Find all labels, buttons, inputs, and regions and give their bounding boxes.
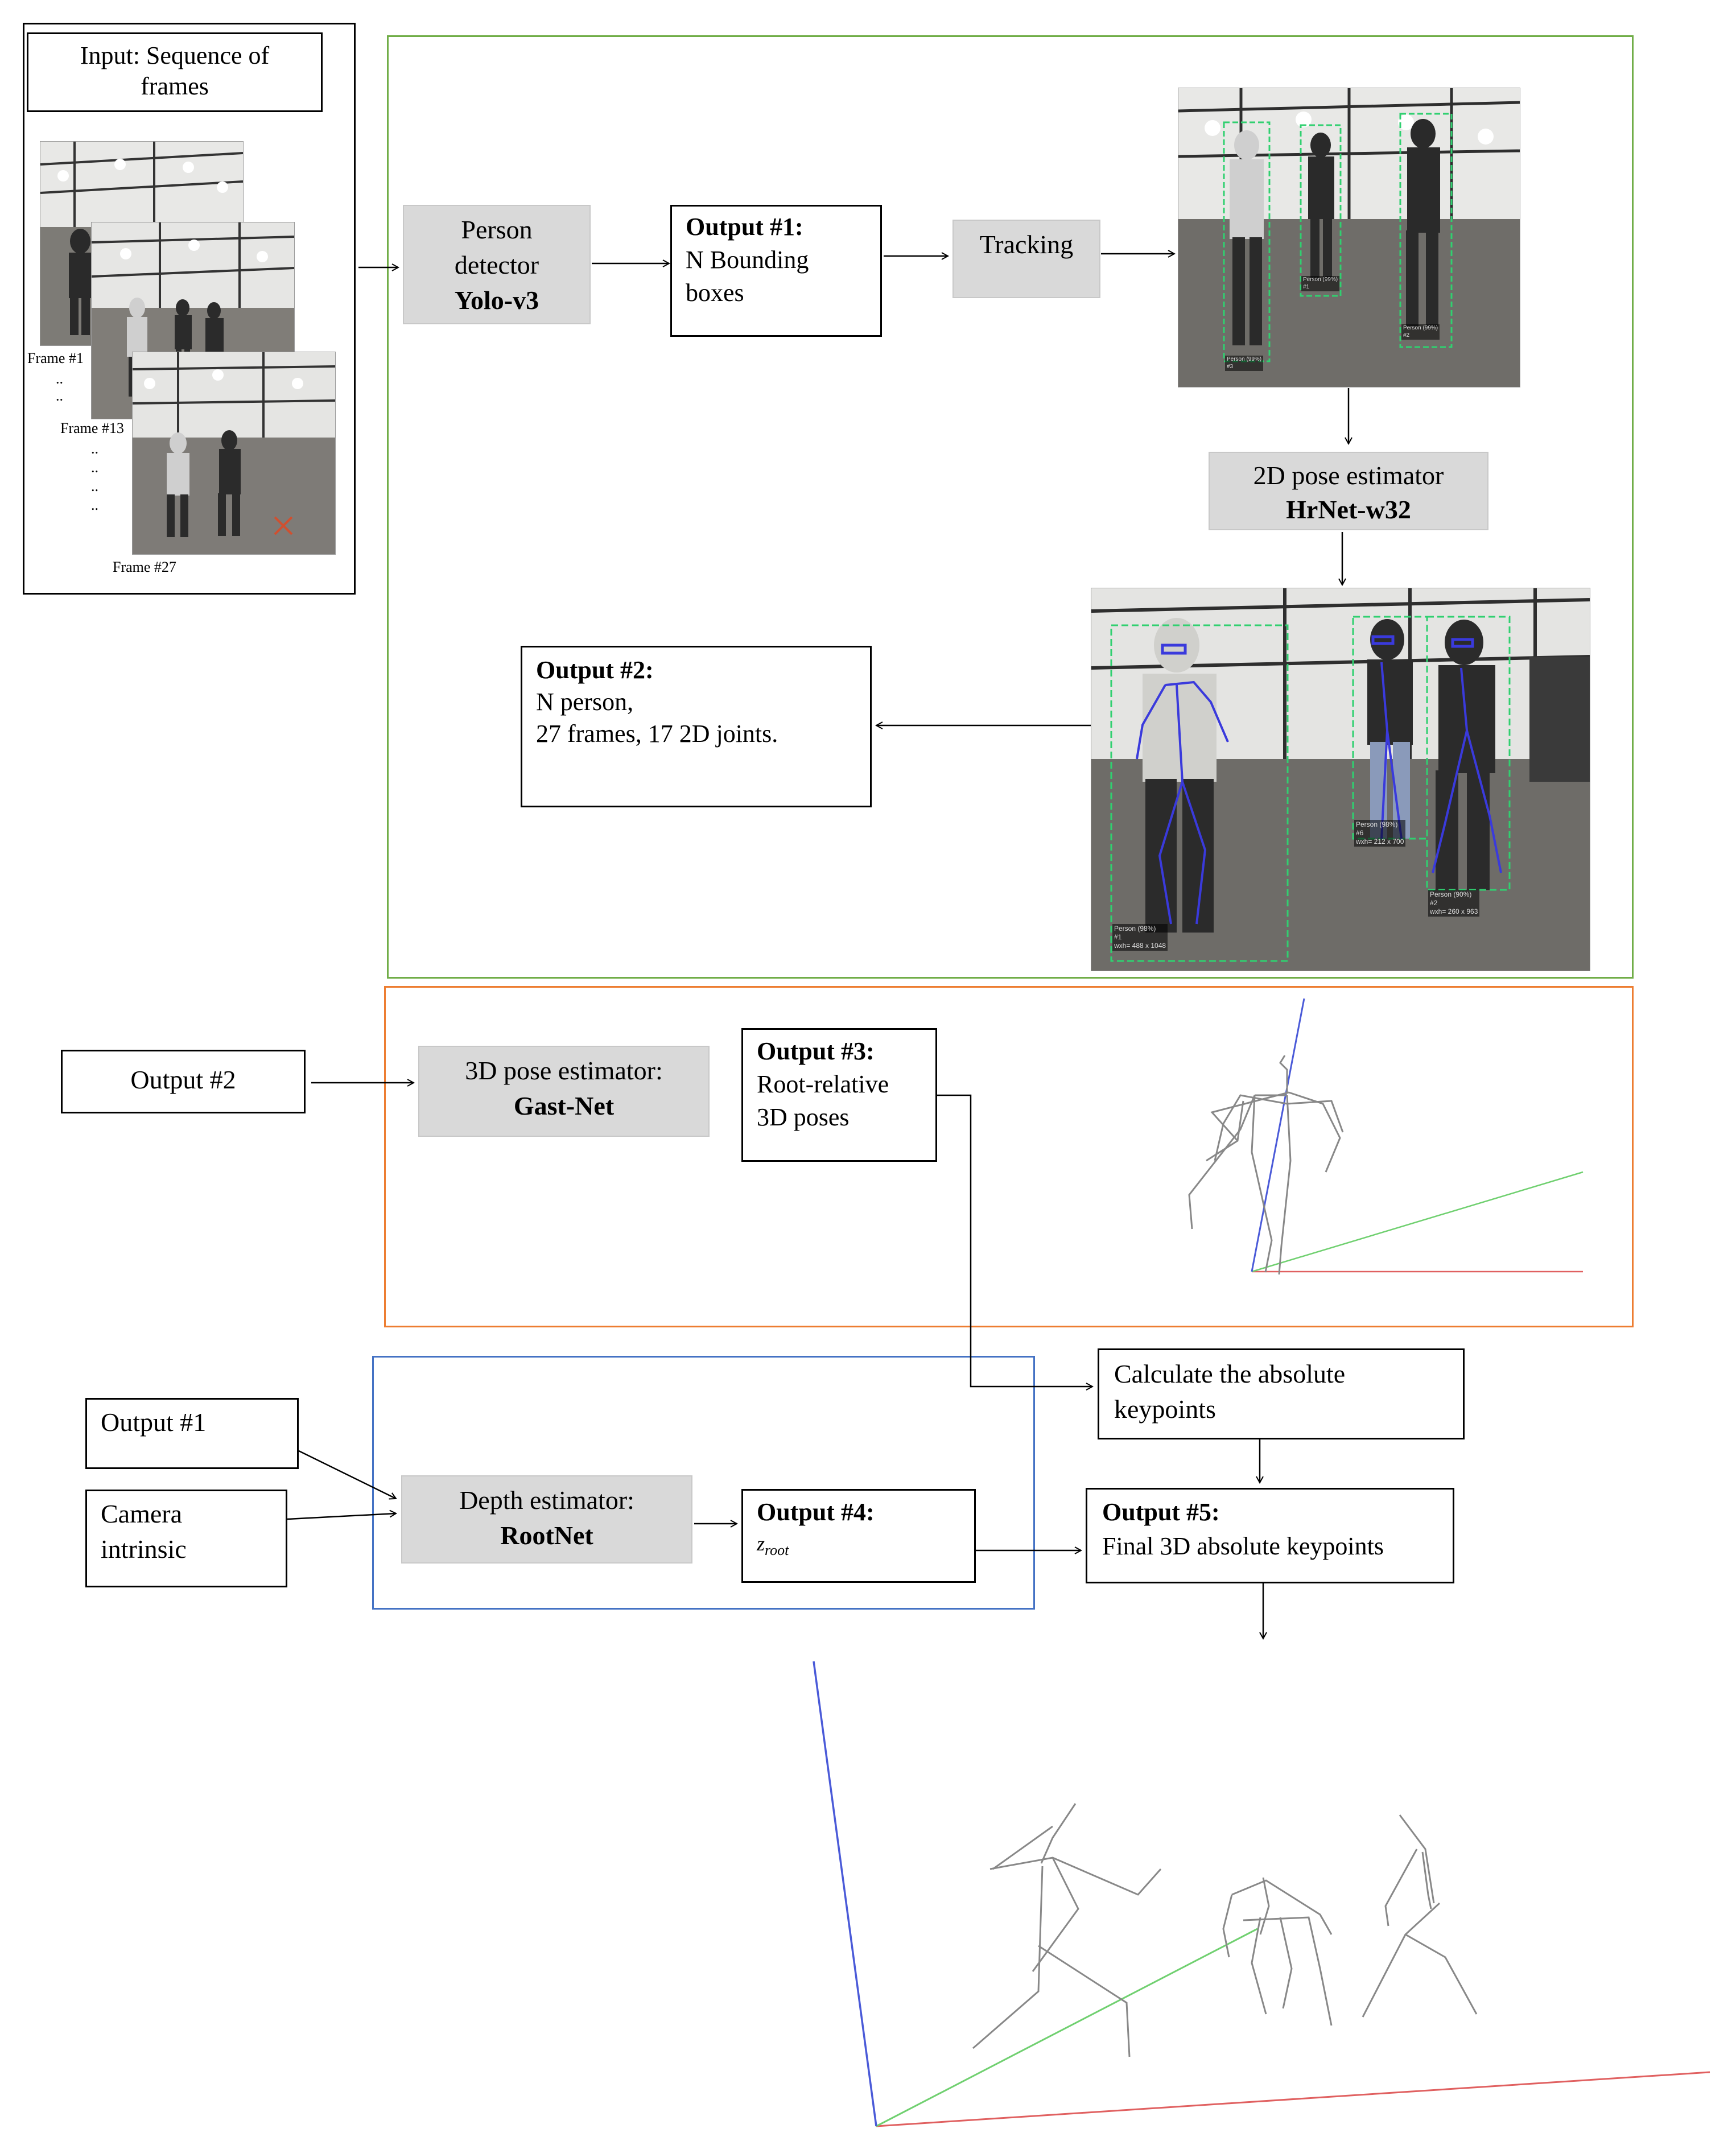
- output4-box: Output #4: zroot: [741, 1489, 976, 1583]
- pose-label-1: Person (98%) #1 wxh= 488 x 1048: [1112, 924, 1168, 951]
- frame-label-13: Frame #13: [60, 420, 124, 436]
- detector-line2: detector: [454, 250, 539, 279]
- frame-27-image: [132, 352, 336, 555]
- detector-line1: Person: [461, 215, 533, 244]
- depth-estimator-box: Depth estimator: RootNet: [401, 1475, 692, 1564]
- pose2d-estimator-box: 2D pose estimator HrNet-w32: [1209, 452, 1488, 530]
- calc-line1: Calculate the absolute: [1114, 1359, 1346, 1388]
- output4-z: z: [757, 1532, 765, 1555]
- input-title-box: Input: Sequence of frames: [27, 32, 323, 112]
- output3-box: Output #3: Root-relative 3D poses: [741, 1028, 937, 1162]
- output1-line2: boxes: [686, 279, 744, 307]
- tracked-label-3: Person (99%) #3: [1225, 356, 1264, 371]
- pose3d-model: Gast-Net: [513, 1091, 615, 1120]
- output3-line2: 3D poses: [757, 1103, 850, 1131]
- output5-title: Output #5:: [1102, 1498, 1220, 1526]
- pose3d-estimator-box: 3D pose estimator: Gast-Net: [418, 1046, 710, 1137]
- pose2d-model: HrNet-w32: [1286, 495, 1411, 524]
- dots: ..: [91, 440, 98, 457]
- output1-box: Output #1: N Bounding boxes: [670, 205, 882, 337]
- input-title-line1: Input: Sequence of: [80, 42, 270, 69]
- output5-box: Output #5: Final 3D absolute keypoints: [1086, 1488, 1454, 1583]
- output2-input-label: Output #2: [130, 1065, 236, 1094]
- stage1-frame: [387, 35, 1634, 979]
- output2-line1: N person,: [536, 688, 634, 716]
- input-title-line2: frames: [141, 72, 209, 100]
- frame-label-27: Frame #27: [113, 559, 176, 575]
- tracking-label: Tracking: [979, 230, 1074, 259]
- output4-sub: root: [765, 1542, 789, 1559]
- dots: ..: [91, 497, 98, 513]
- dots: ..: [91, 459, 98, 476]
- pose2d-line1: 2D pose estimator: [1253, 461, 1444, 490]
- output2-input-box: Output #2: [61, 1050, 306, 1113]
- person-detector-box: Person detector Yolo-v3: [403, 205, 591, 324]
- stage2-frame: [384, 986, 1634, 1327]
- output5-line1: Final 3D absolute keypoints: [1102, 1532, 1384, 1560]
- output2-title: Output #2:: [536, 656, 654, 684]
- depth-model: RootNet: [500, 1521, 593, 1550]
- dots: ..: [56, 370, 63, 387]
- depth-line1: Depth estimator:: [459, 1486, 634, 1515]
- tracking-result-image: Person (99%) #3 Person (99%) #1 Person (…: [1178, 88, 1520, 387]
- absolute-3d-render: [813, 1661, 1710, 2127]
- camera-line1: Camera: [101, 1499, 183, 1528]
- frame-label-1: Frame #1: [27, 350, 84, 366]
- camera-intrinsic-box: Camera intrinsic: [85, 1490, 287, 1587]
- output4-value: zroot: [757, 1532, 789, 1559]
- output1-input-label: Output #1: [101, 1408, 207, 1437]
- output2-line2: 27 frames, 17 2D joints.: [536, 720, 778, 748]
- output1-input-box: Output #1: [85, 1398, 299, 1469]
- output2-box: Output #2: N person, 27 frames, 17 2D jo…: [521, 646, 872, 807]
- pose2d-result-image: Person (98%) #1 wxh= 488 x 1048 Person (…: [1091, 588, 1590, 971]
- camera-line2: intrinsic: [101, 1534, 187, 1564]
- output1-line1: N Bounding: [686, 246, 809, 274]
- tracking-box: Tracking: [952, 220, 1100, 298]
- dots: ..: [56, 387, 63, 404]
- calc-line2: keypoints: [1114, 1395, 1216, 1424]
- pose-label-2: Person (90%) #2 wxh= 260 x 963: [1428, 890, 1480, 917]
- output3-line1: Root-relative: [757, 1070, 889, 1098]
- pose-label-6: Person (98%) #6 wxh= 212 x 700: [1354, 820, 1406, 847]
- output3-title: Output #3:: [757, 1037, 875, 1065]
- calculate-absolute-box: Calculate the absolute keypoints: [1098, 1348, 1465, 1439]
- output1-title: Output #1:: [686, 213, 803, 241]
- output4-title: Output #4:: [757, 1498, 875, 1526]
- tracked-label-1: Person (99%) #1: [1301, 276, 1340, 291]
- dots: ..: [91, 478, 98, 494]
- tracked-label-2: Person (99%) #2: [1401, 324, 1440, 340]
- pose3d-line1: 3D pose estimator:: [465, 1056, 663, 1085]
- detector-model: Yolo-v3: [454, 286, 539, 315]
